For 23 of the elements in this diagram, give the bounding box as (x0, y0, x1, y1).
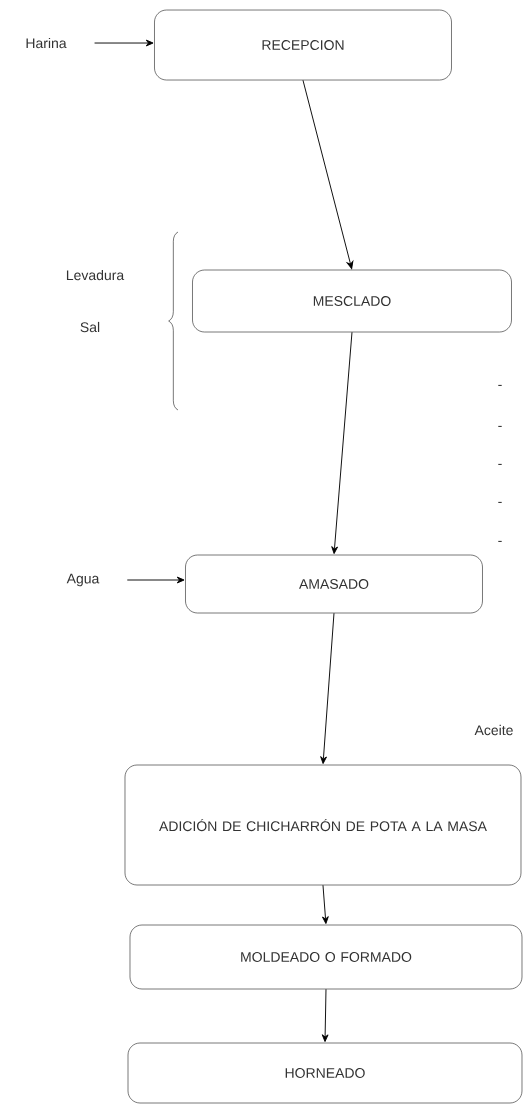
bullet-dash: - (498, 463, 502, 465)
process-box: MESCLADO (192, 269, 512, 333)
bullet-dash: - (498, 540, 502, 542)
arrow (331, 331, 353, 555)
bullet-dash: - (498, 425, 502, 427)
bullet-dash: - (498, 384, 502, 386)
process-box: HORNEADO (127, 1042, 523, 1104)
process-box: RECEPCION (154, 9, 452, 81)
arrow (126, 576, 185, 584)
ingredient-label: Aceite (474, 724, 513, 736)
arrow (322, 884, 329, 925)
bullet-dash: - (498, 501, 502, 503)
ingredient-label: Sal (80, 321, 100, 333)
process-box: AMASADO (185, 554, 483, 614)
arrow (94, 39, 154, 47)
ingredient-label: Levadura (66, 269, 125, 281)
process-box: MOLDEADO O FORMADO (129, 924, 523, 990)
arrow (302, 79, 354, 270)
arrow (320, 612, 335, 765)
arrow (321, 988, 329, 1042)
input-label: Harina (26, 37, 67, 49)
process-box: ADICIÓN DE CHICHARRÓN DE POTA A LA MASA (124, 764, 522, 886)
input-label: Agua (66, 573, 100, 587)
